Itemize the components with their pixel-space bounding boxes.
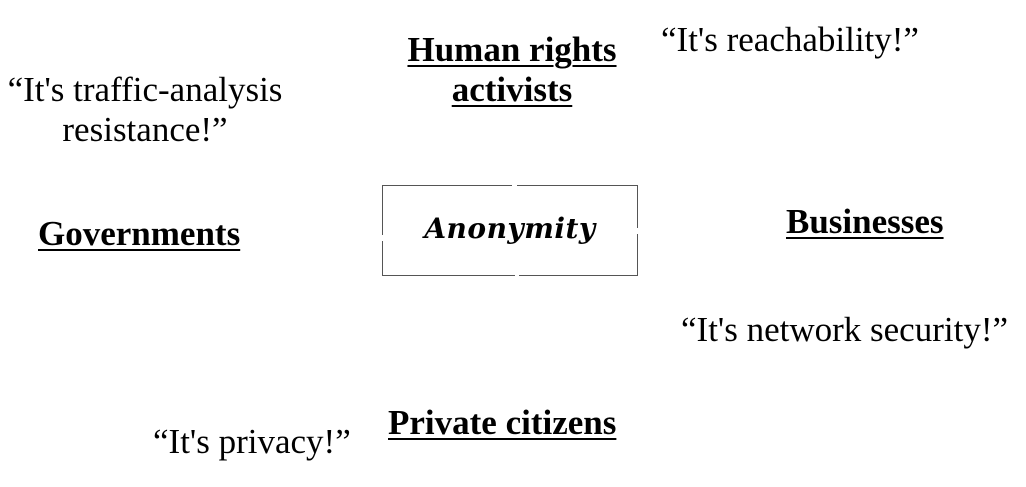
quote-traffic-analysis: “It's traffic-analysis resistance!” — [0, 70, 290, 150]
box-edge-left-bottom — [382, 241, 383, 276]
anonymity-box: Anonymity — [382, 185, 638, 276]
actor-human-rights-line1: Human rights — [407, 30, 617, 69]
box-edge-bottom-right — [519, 275, 638, 276]
box-edge-top-right — [517, 185, 638, 186]
actor-human-rights-activists: Human rights activists — [392, 30, 632, 110]
actor-governments: Governments — [38, 214, 241, 253]
box-edge-right-top — [637, 185, 638, 228]
actor-private-citizens: Private citizens — [388, 403, 617, 442]
box-edge-top-left — [382, 185, 512, 186]
actor-human-rights-line2: activists — [451, 70, 573, 109]
quote-reachability: “It's reachability!” — [661, 20, 919, 59]
quote-traffic-analysis-line2: resistance!” — [62, 110, 228, 149]
anonymity-label: Anonymity — [424, 212, 596, 245]
quote-network-security: “It's network security!” — [681, 310, 1009, 349]
actor-businesses: Businesses — [786, 202, 944, 241]
box-edge-left-top — [382, 185, 383, 235]
quote-privacy: “It's privacy!” — [153, 422, 351, 461]
quote-traffic-analysis-line1: “It's traffic-analysis — [7, 70, 283, 109]
box-edge-bottom-left — [382, 275, 515, 276]
box-edge-right-bottom — [637, 234, 638, 276]
